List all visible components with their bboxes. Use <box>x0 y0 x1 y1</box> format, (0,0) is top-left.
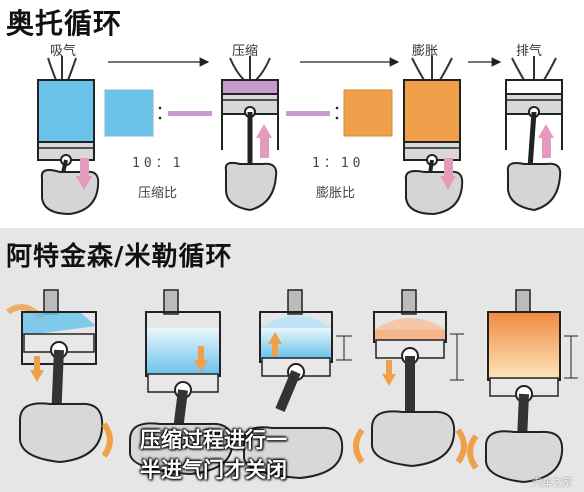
otto-exhaust-engine <box>505 56 563 212</box>
expansion-start-bar <box>286 111 330 116</box>
otto-expansion-engine <box>403 56 464 216</box>
miller-engine-2 <box>145 289 221 431</box>
miller-annotation-line-1: 压缩过程进行一 <box>140 428 287 452</box>
miller-engine-1 <box>6 289 113 464</box>
miller-annotation-line-2: 半进气门才关闭 <box>140 458 287 482</box>
expansion-stroke-label: 膨胀 <box>412 44 439 59</box>
miller-crank-2 <box>129 422 234 476</box>
compression-ratio-caption: 压缩比 <box>138 186 178 201</box>
miller-crank-3 <box>243 426 344 480</box>
miller-engine-4 <box>353 289 467 468</box>
expansion-ratio-caption: 膨胀比 <box>316 186 356 201</box>
exhaust-stroke-label: 排气 <box>516 44 543 59</box>
miller-engine-5 <box>467 289 578 484</box>
expansion-ratio-value: 1：10 <box>312 156 365 171</box>
miller-cycle-title: 阿特金森/米勒循环 <box>6 242 233 272</box>
miller-engine-3 <box>259 289 352 412</box>
expansion-volume-square <box>343 89 393 137</box>
compression-stroke-label: 压缩 <box>232 44 259 59</box>
watermark: 汽车之家 <box>532 478 572 489</box>
otto-compression-engine <box>221 56 279 212</box>
intake-stroke-label: 吸气 <box>50 44 77 59</box>
compression-volume-square <box>104 89 154 137</box>
otto-intake-engine <box>37 56 100 216</box>
compression-ratio-value: 10：1 <box>132 156 185 171</box>
otto-cycle-title: 奥托循环 <box>6 7 123 40</box>
compressed-volume-bar <box>168 111 212 116</box>
